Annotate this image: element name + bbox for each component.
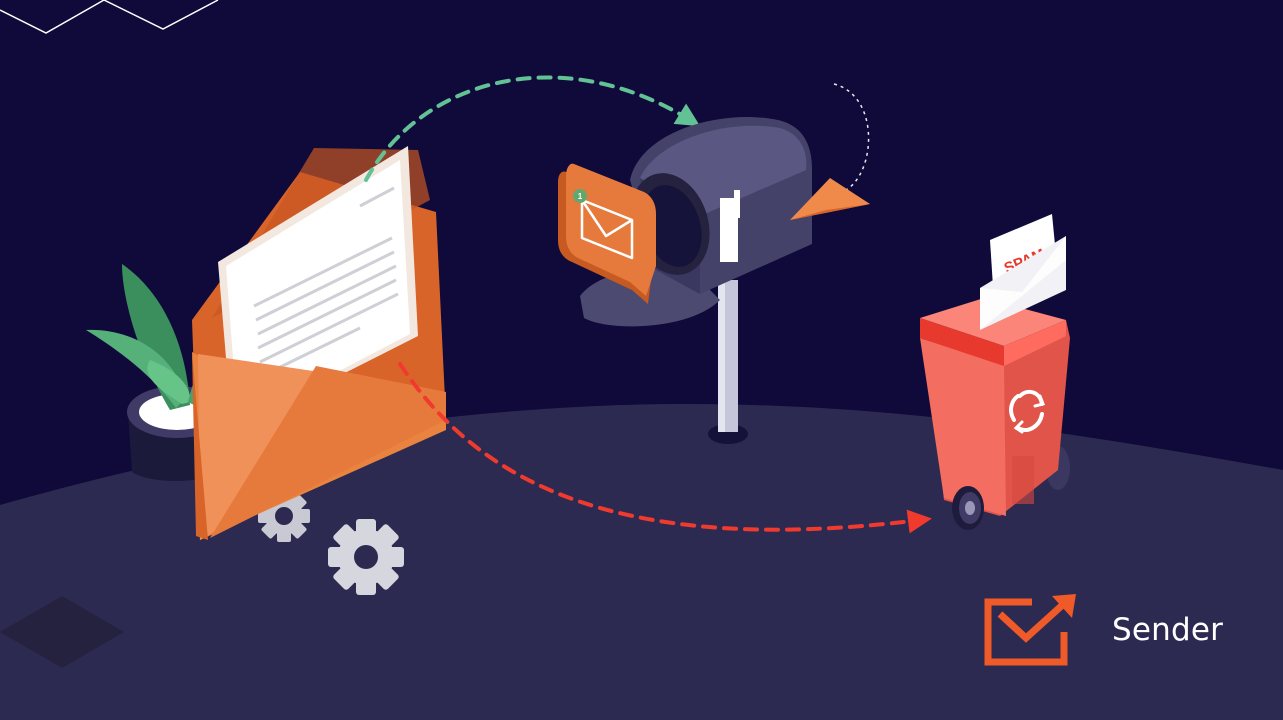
gear-icon [328,519,404,595]
sender-logo-icon [984,594,1076,666]
delivered-path [364,75,701,182]
paper-plane-trail [833,83,870,191]
bin-wheel [952,486,984,530]
envelope-icon [580,198,634,260]
decorative-outline-diamonds [0,0,219,34]
open-envelope [192,146,446,540]
brand-name: Sender [1112,611,1224,648]
mailbox [580,116,812,444]
spam-path [398,362,932,534]
paper-plane-icon [790,178,870,220]
sender-brand: Sender [982,592,1242,668]
spam-trash-bin: SPAM [920,214,1070,530]
floor-tile [0,596,124,668]
notification-badge: 1 [573,189,587,203]
recycle-icon [1009,389,1045,434]
spam-letter: SPAM [980,214,1066,330]
notification-bubble: 1 [558,163,656,304]
badge-count: 1 [578,192,583,201]
